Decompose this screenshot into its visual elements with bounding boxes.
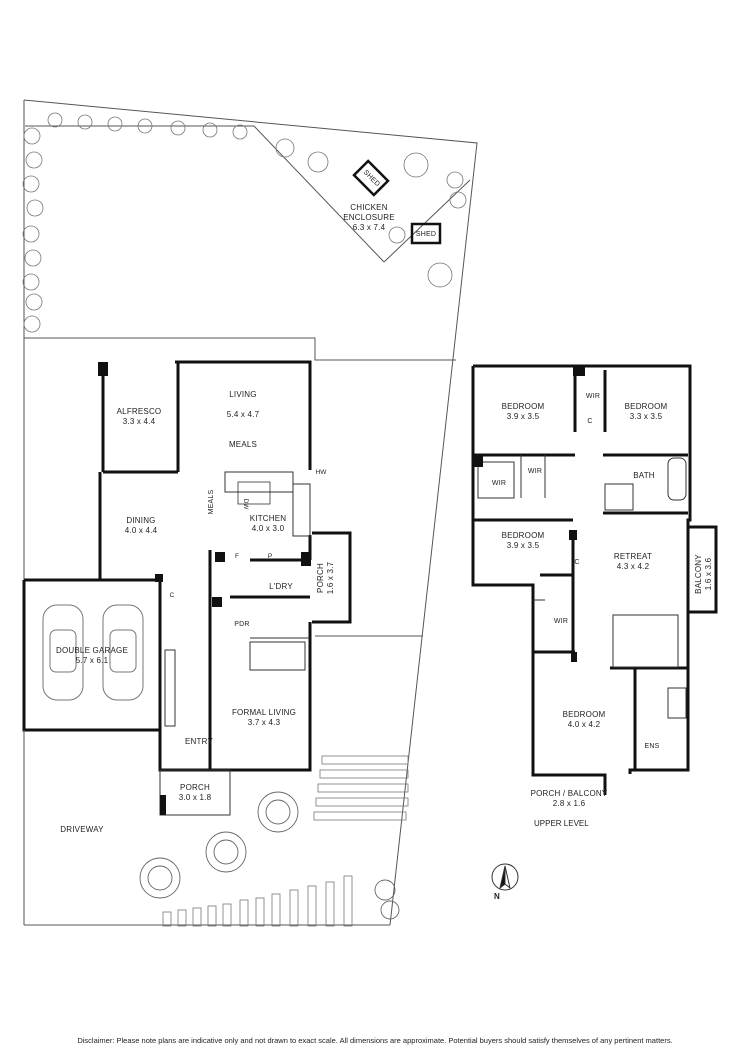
double-garage-dim: 5.7 x 6.1 xyxy=(75,656,109,665)
living-name: LIVING xyxy=(229,390,257,399)
balcony-side-dim: 1.6 x 3.6 xyxy=(704,557,713,591)
porch-balcony-label: PORCH / BALCONY 2.8 x 1.6 xyxy=(531,789,608,809)
meals-island-label: MEALS xyxy=(208,489,215,515)
wir-mid-label: WIR xyxy=(527,468,543,475)
double-garage-label: DOUBLE GARAGE 5.7 x 6.1 xyxy=(56,646,128,666)
porch-balcony-name: PORCH / BALCONY xyxy=(530,789,608,798)
porch-balcony-dim: 2.8 x 1.6 xyxy=(552,799,586,808)
formal-living-name: FORMAL LIVING xyxy=(231,708,297,717)
pantry-tag: P xyxy=(267,553,273,560)
balcony-side-label: BALCONY 1.6 x 3.6 xyxy=(694,554,714,594)
retreat-label: RETREAT 4.3 x 4.2 xyxy=(614,552,652,572)
kitchen-label: KITCHEN 4.0 x 3.0 xyxy=(250,514,287,534)
formal-living-label: FORMAL LIVING 3.7 x 4.3 xyxy=(232,708,296,728)
dw-tag: DW xyxy=(242,498,249,510)
wir-w-label: WIR xyxy=(491,480,507,487)
wir-ne-label: WIR xyxy=(585,393,601,400)
porch-front-label: PORCH 3.0 x 1.8 xyxy=(179,783,212,803)
dining-name: DINING xyxy=(126,516,156,525)
disclaimer-text: Disclaimer: Please note plans are indica… xyxy=(77,1036,673,1045)
structural-posts xyxy=(98,362,311,815)
retreat-dim: 4.3 x 4.2 xyxy=(616,562,650,571)
bedroom-ne-name: BEDROOM xyxy=(624,402,668,411)
bedroom-main-label: BEDROOM 4.0 x 4.2 xyxy=(563,710,606,730)
c-ne-label: C xyxy=(587,418,593,425)
upper-posts xyxy=(473,366,585,662)
bedroom-nw-name: BEDROOM xyxy=(501,402,545,411)
bedroom-ne-dim: 3.3 x 3.5 xyxy=(629,412,663,421)
c-mid-label: C xyxy=(574,559,580,566)
garden-pavers xyxy=(162,755,409,927)
compass-rose xyxy=(491,863,519,891)
formal-living-dim: 3.7 x 4.3 xyxy=(247,718,281,727)
driveway-label: DRIVEWAY xyxy=(60,825,104,834)
hw-tag: HW xyxy=(315,469,327,476)
meals-label: MEALS xyxy=(228,440,258,449)
dining-dim: 4.0 x 4.4 xyxy=(124,526,158,535)
bedroom-main-dim: 4.0 x 4.2 xyxy=(567,720,601,729)
bedroom-ne-label: BEDROOM 3.3 x 3.5 xyxy=(625,402,668,422)
ens-label: ENS xyxy=(644,743,660,750)
upper-floor-inner xyxy=(477,455,687,719)
bedroom-w-name: BEDROOM xyxy=(501,531,545,540)
porch-front-dim: 3.0 x 1.8 xyxy=(178,793,212,802)
bath-label: BATH xyxy=(633,471,655,480)
alfresco-dim: 3.3 x 4.4 xyxy=(122,417,156,426)
double-garage-name: DOUBLE GARAGE xyxy=(56,646,128,655)
entry-label: ENTRY xyxy=(185,737,213,746)
porch-side-name: PORCH xyxy=(316,563,325,593)
wir-main-label: WIR xyxy=(553,618,569,625)
bedroom-w-label: BEDROOM 3.9 x 3.5 xyxy=(502,531,545,551)
living-dim: 5.4 x 4.7 xyxy=(226,410,260,419)
laundry-label: L'DRY xyxy=(269,582,293,591)
north-label: N xyxy=(494,892,500,901)
shed-label-2: SHED xyxy=(415,231,437,238)
bedroom-main-name: BEDROOM xyxy=(562,710,606,719)
retreat-name: RETREAT xyxy=(613,552,653,561)
bedroom-w-dim: 3.9 x 3.5 xyxy=(506,541,540,550)
alfresco-label: ALFRESCO 3.3 x 4.4 xyxy=(117,407,162,427)
fridge-tag: F xyxy=(235,553,239,560)
chicken-enclosure-label: CHICKEN ENCLOSURE 6.3 x 7.4 xyxy=(343,203,395,233)
sheds xyxy=(352,159,442,245)
driveway-lines xyxy=(23,730,390,926)
ground-floor-inner xyxy=(159,471,311,816)
upper-level-label: UPPER LEVEL xyxy=(534,819,589,828)
balcony-side-name: BALCONY xyxy=(694,554,703,594)
upper-floor-walls xyxy=(471,364,718,795)
bedroom-nw-label: BEDROOM 3.9 x 3.5 xyxy=(502,402,545,422)
dining-label: DINING 4.0 x 4.4 xyxy=(125,516,158,536)
property-boundary xyxy=(23,99,478,926)
garden-trees xyxy=(22,112,467,333)
powder-label: PDR xyxy=(234,621,250,628)
living-label: LIVING 5.4 x 4.7 xyxy=(227,390,260,420)
porch-front-name: PORCH xyxy=(180,783,210,792)
chicken-enclosure-dim: 6.3 x 7.4 xyxy=(352,223,386,232)
alfresco-name: ALFRESCO xyxy=(116,407,162,416)
porch-side-label: PORCH 1.6 x 3.7 xyxy=(316,562,336,595)
ground-floor-walls xyxy=(22,360,352,772)
garage-cars xyxy=(42,604,144,701)
bedroom-nw-dim: 3.9 x 3.5 xyxy=(506,412,540,421)
porch-side-dim: 1.6 x 3.7 xyxy=(326,561,335,595)
cupboard-tag: C xyxy=(169,592,175,599)
kitchen-dim: 4.0 x 3.0 xyxy=(251,524,285,533)
outdoor-furniture xyxy=(139,791,400,920)
kitchen-name: KITCHEN xyxy=(249,514,287,523)
chicken-enclosure-name: CHICKEN ENCLOSURE xyxy=(343,203,395,222)
